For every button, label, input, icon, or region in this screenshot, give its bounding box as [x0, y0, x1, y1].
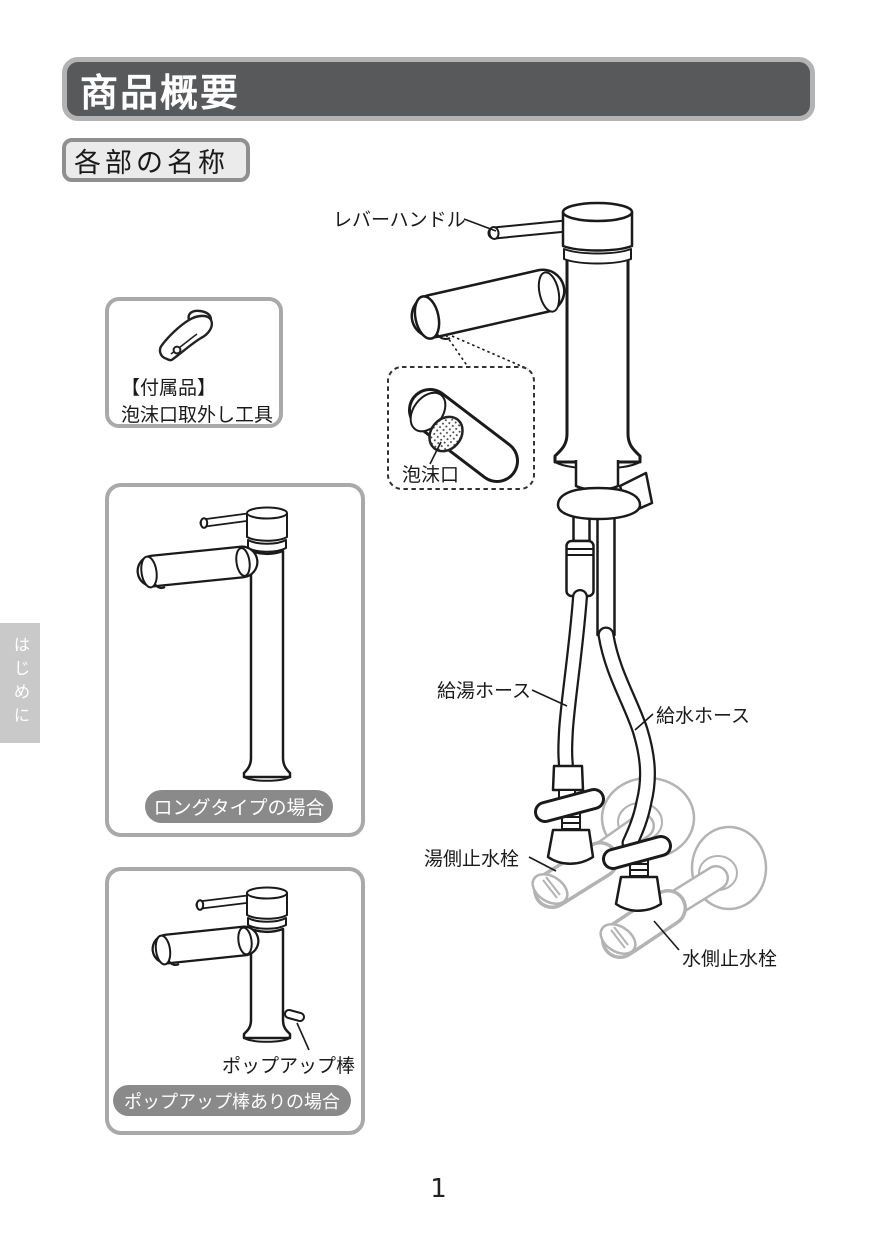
long-type-caption: ロングタイプの場合	[145, 790, 333, 823]
label-cold-stop-valve: 水側止水栓	[682, 948, 777, 970]
section-heading-text: 各部の名称	[74, 147, 229, 179]
label-hot-hose: 給湯ホース	[437, 680, 531, 702]
aerator-inset: 泡沫口	[387, 366, 535, 490]
label-popup-rod: ポップアップ棒	[222, 1055, 355, 1077]
aerator-mesh	[428, 415, 464, 453]
popup-caption: ポップアップ棒ありの場合	[113, 1085, 351, 1116]
page-header: 商品概要	[62, 57, 815, 121]
section-heading: 各部の名称	[62, 138, 250, 182]
aerator-removal-tool-icon	[158, 309, 214, 362]
label-cold-hose: 給水ホース	[656, 705, 750, 727]
accessory-item-name: 泡沫口取外し工具	[121, 404, 274, 426]
inset-leader-line	[445, 334, 469, 368]
diagram-labels: レバーハンドル 給湯ホース 給水ホース 湯側止水栓 水側止水栓	[333, 209, 777, 970]
popup-faucet-drawing: ポップアップ棒	[151, 886, 355, 1077]
accessory-box: 【付属品】 泡沫口取外し工具	[105, 297, 283, 428]
stop-valve-handles-drawing	[534, 788, 672, 912]
page-title: 商品概要	[80, 70, 241, 115]
sidebar-tab-label: はじめに	[11, 636, 30, 730]
main-faucet-diagram: 泡沫口 レバーハンドル 給湯ホース 給水ホース 湯側止水栓 水側止水栓	[333, 201, 777, 970]
inset-leader-line	[451, 335, 529, 370]
main-faucet-drawing	[410, 201, 656, 852]
label-lever-handle: レバーハンドル	[333, 209, 466, 231]
long-type-box: ロングタイプの場合	[105, 483, 365, 837]
label-hot-stop-valve: 湯側止水栓	[424, 848, 519, 870]
page-number: 1	[430, 1174, 447, 1204]
long-type-faucet-drawing	[136, 506, 292, 782]
accessory-heading: 【付属品】	[121, 377, 217, 399]
sidebar-tab-chapter: はじめに	[0, 623, 40, 743]
popup-rod-box: ポップアップ棒 ポップアップ棒ありの場合	[105, 867, 365, 1135]
label-aerator: 泡沫口	[402, 464, 459, 486]
